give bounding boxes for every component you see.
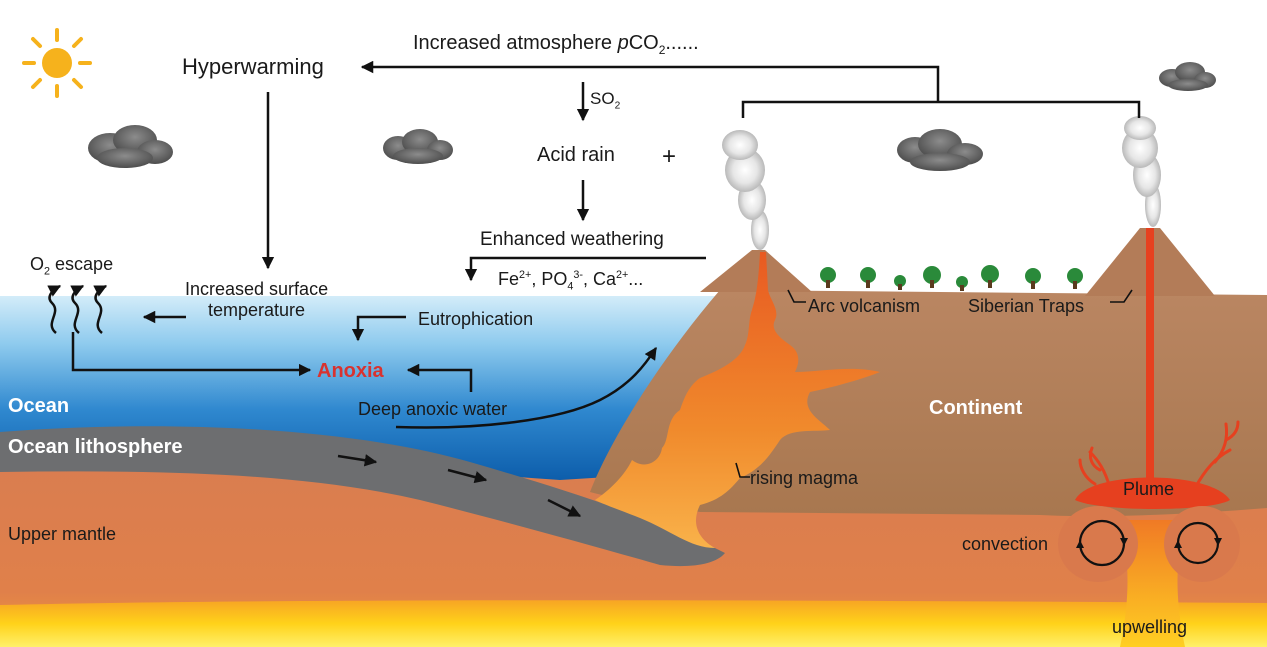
label-hyperwarming: Hyperwarming (182, 54, 324, 79)
cloud-2 (383, 129, 453, 164)
label-anoxia: Anoxia (317, 360, 384, 382)
cloud-3 (897, 129, 983, 171)
slab-arrows (337, 454, 582, 518)
label-enhanced-weathering: Enhanced weathering (480, 229, 664, 250)
plume-head (1075, 477, 1230, 509)
label-upper-mantle: Upper mantle (8, 524, 117, 544)
label-ocean: Ocean (8, 395, 70, 417)
label-so2: SO2 (590, 89, 621, 112)
label-surface-temperature: Increased surface temperature (185, 279, 329, 320)
ocean-lithosphere (0, 426, 725, 567)
plume-left-lobe (1058, 506, 1138, 582)
label-rising-magma: rising magma (750, 468, 859, 488)
label-upwelling: upwelling (1112, 617, 1188, 637)
label-siberian-traps: Siberian Traps (968, 296, 1085, 316)
volcano-bracket (360, 60, 1141, 118)
o2-escape-arrows (47, 284, 108, 334)
label-continent: Continent (929, 397, 1023, 419)
leader-lines (735, 289, 1133, 478)
core-band (0, 600, 1267, 647)
label-ocean-lithosphere: Ocean lithosphere (8, 436, 183, 458)
label-increased-pco2: Increased atmosphere pCO2...... (413, 32, 699, 57)
cloud-4 (1159, 62, 1216, 91)
trees (820, 265, 1083, 291)
label-plume: Plume (1123, 479, 1175, 499)
rising-magma (595, 252, 880, 548)
traps-smoke-plume (1122, 116, 1161, 227)
plume-conduit (1146, 228, 1154, 490)
label-arc-volcanism: Arc volcanism (808, 296, 921, 316)
arc-volcano (700, 250, 812, 292)
label-acid-rain: Acid rain (537, 144, 615, 166)
cloud-1 (88, 125, 173, 168)
label-nutrients: Fe2+, PO43-, Ca2+... (498, 269, 644, 293)
arc-smoke-plume (722, 130, 769, 250)
label-eutrophication: Eutrophication (418, 309, 534, 329)
label-convection: convection (962, 534, 1049, 554)
label-deep-anoxic-water: Deep anoxic water (358, 399, 508, 419)
chain-arrows (71, 82, 706, 429)
plume-right-lobe (1164, 506, 1240, 582)
label-plus: + (662, 143, 677, 170)
sun-icon (22, 28, 92, 98)
label-o2-escape: O2 escape (30, 254, 114, 278)
plume-roots (1078, 420, 1240, 490)
